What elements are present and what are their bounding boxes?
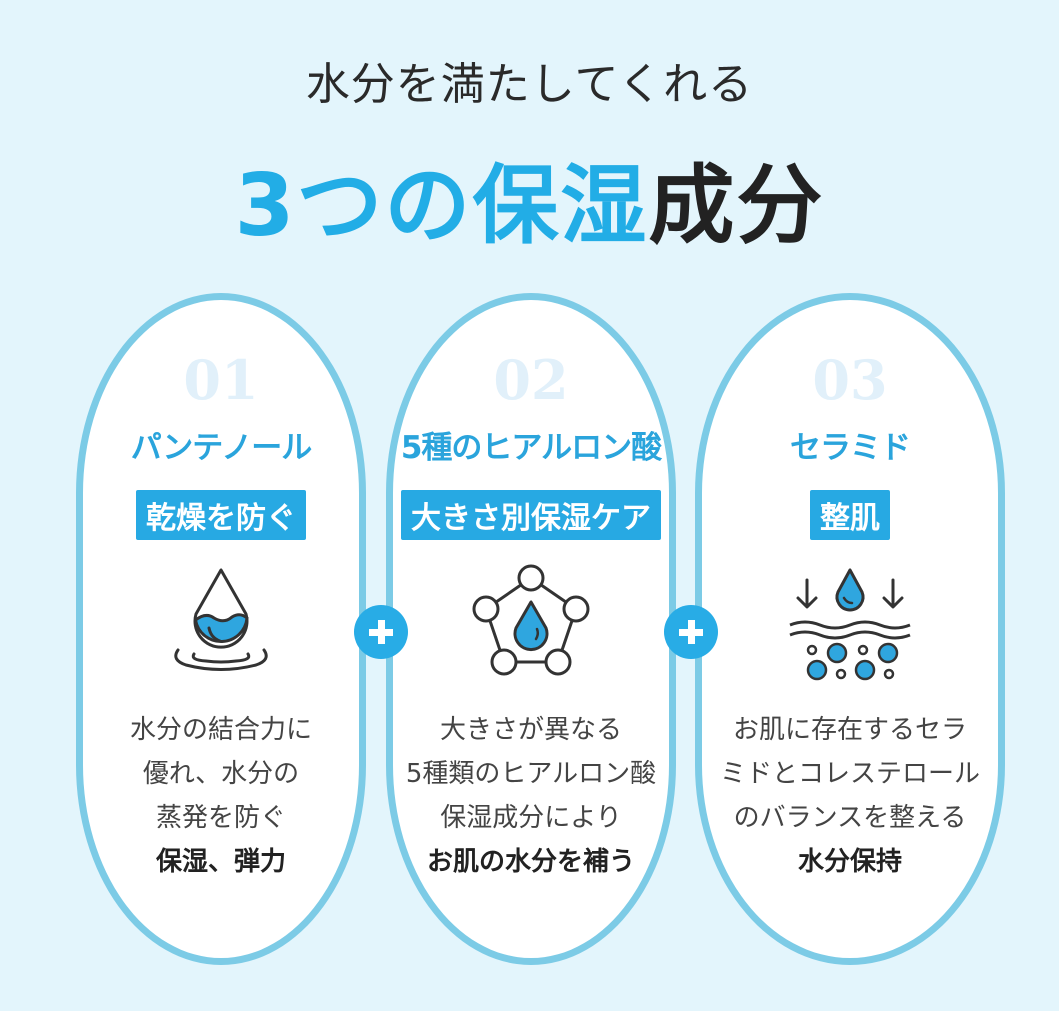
desc-line: 優れ、水分の xyxy=(142,759,300,789)
plus-icon xyxy=(354,605,408,659)
plus-icon xyxy=(664,605,718,659)
title-highlight: 3つの保湿 xyxy=(234,156,649,256)
ingredient-tag: 大きさ別保湿ケア xyxy=(401,490,661,540)
ingredient-name: セラミド xyxy=(790,430,911,466)
desc-line: 大きさが異なる xyxy=(439,715,622,745)
desc-highlight: 保湿、弾力 xyxy=(155,847,286,877)
desc-line: 保湿成分により xyxy=(440,803,622,833)
desc-line: お肌に存在するセラ xyxy=(732,715,967,745)
desc-highlight: お肌の水分を補う xyxy=(426,847,635,877)
ingredient-number: 02 xyxy=(493,348,569,412)
desc-line: のバランスを整える xyxy=(733,803,967,833)
ingredient-number: 01 xyxy=(183,348,259,412)
desc-line: 蒸発を防ぐ xyxy=(155,803,286,833)
ingredient-name: 5種のヒアルロン酸 xyxy=(400,430,662,466)
ingredient-card-1: 01 パンテノール 乾燥を防ぐ 水分の結合力に 優れ、水分の 蒸発を防ぐ 保湿、… xyxy=(76,293,366,965)
ingredient-description: 大きさが異なる 5種類のヒアルロン酸 保湿成分により お肌の水分を補う xyxy=(393,708,669,884)
molecule-drop-icon xyxy=(466,562,596,684)
page-title: 3つの保湿成分 xyxy=(0,135,1059,260)
ingredient-tag: 乾燥を防ぐ xyxy=(136,490,306,540)
desc-highlight: 水分保持 xyxy=(797,847,902,877)
desc-line: 5種類のヒアルロン酸 xyxy=(405,759,657,789)
ingredient-card-3: 03 セラミド 整肌 お肌に存在するセラ ミドとコレステロール のバランスを整え… xyxy=(695,293,1005,965)
ingredient-name: パンテノール xyxy=(130,430,313,466)
skin-layer-absorb-icon xyxy=(785,562,915,686)
ingredient-description: お肌に存在するセラ ミドとコレステロール のバランスを整える 水分保持 xyxy=(702,708,998,884)
ingredient-card-2: 02 5種のヒアルロン酸 大きさ別保湿ケア 大きさが異なる 5種類のヒアルロン酸… xyxy=(386,293,676,965)
ingredient-tag: 整肌 xyxy=(810,490,890,540)
subtitle: 水分を満たしてくれる xyxy=(305,59,754,110)
title-rest: 成分 xyxy=(648,156,825,256)
desc-line: 水分の結合力に xyxy=(129,715,312,745)
water-drop-ripple-icon xyxy=(166,562,276,681)
ingredient-description: 水分の結合力に 優れ、水分の 蒸発を防ぐ 保湿、弾力 xyxy=(83,708,359,884)
ingredient-number: 03 xyxy=(812,348,888,412)
desc-line: ミドとコレステロール xyxy=(719,759,980,789)
